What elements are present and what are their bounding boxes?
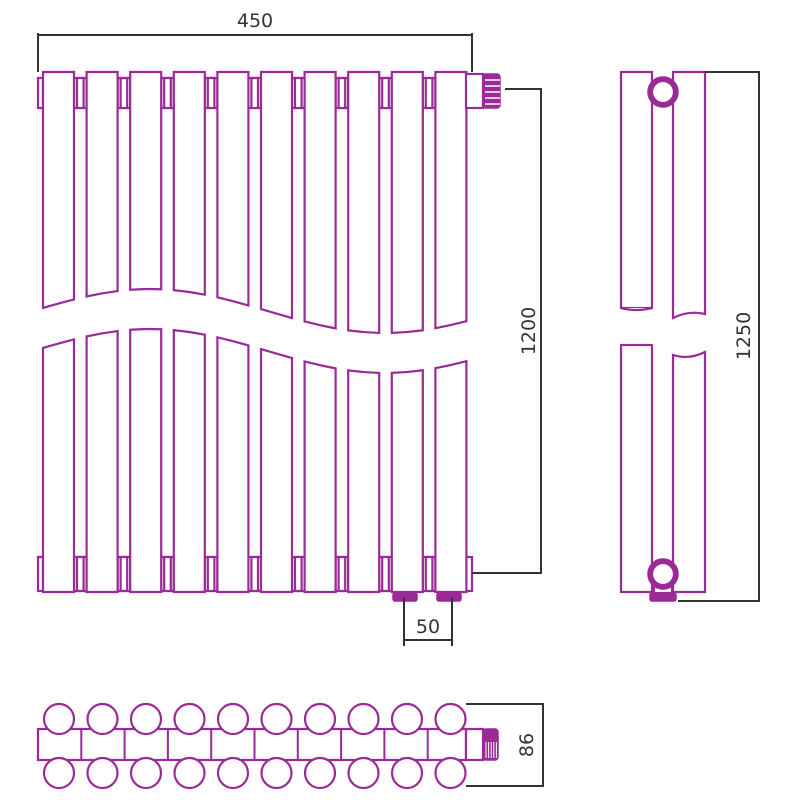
- radiator-section-upper: [129, 70, 163, 291]
- top-collector-inner: [293, 76, 303, 110]
- bottom-collector-inner: [381, 555, 390, 593]
- center-distance-dimension-line: [472, 88, 542, 574]
- connection-spacing-label: 50: [416, 616, 440, 638]
- bottom-connection-nipple: [436, 592, 462, 602]
- radiator-section-upper: [434, 70, 468, 330]
- top-collector-inner: [75, 76, 85, 110]
- top-collector-inner: [250, 76, 260, 110]
- radiator-section-upper: [303, 70, 337, 330]
- section-tube-top: [86, 702, 119, 736]
- radiator-section-lower: [303, 360, 337, 594]
- radiator-section-upper: [216, 70, 250, 307]
- side-cut-line: [620, 306, 653, 312]
- section-tube-bottom: [347, 756, 380, 790]
- width-label: 450: [237, 10, 273, 32]
- radiator-section-lower: [216, 335, 250, 594]
- side-view: [619, 70, 707, 602]
- radiator-section-lower: [129, 327, 163, 594]
- section-tube-bottom: [390, 756, 424, 790]
- section-tube-top: [42, 702, 76, 736]
- section-tube-top: [434, 702, 467, 736]
- bottom-collector-inner: [424, 555, 434, 593]
- radiator-section-lower: [390, 368, 424, 594]
- side-tube-back-upper: [671, 70, 707, 320]
- section-tube-bottom: [173, 756, 206, 790]
- bottom-connection-bore: [650, 561, 676, 587]
- section-tube-top: [347, 702, 380, 736]
- bottom-collector-inner: [206, 555, 216, 593]
- top-collector-inner: [163, 76, 172, 110]
- section-tube-top: [390, 702, 424, 736]
- height-dimension-line: [678, 71, 760, 602]
- center-distance-label: 1200: [518, 307, 540, 355]
- width-dimension-line: [37, 33, 473, 72]
- top-collector-inner: [119, 76, 129, 110]
- radiator-section-lower: [259, 347, 294, 594]
- radiator-section-lower: [347, 369, 381, 594]
- radiator-section-lower: [172, 328, 206, 594]
- side-tube-front-lower: [619, 343, 654, 594]
- side-tube-front-upper: [619, 70, 654, 310]
- radiator-section-lower: [41, 337, 76, 594]
- radiator-section-upper: [172, 70, 206, 296]
- valve-body-plan: [464, 727, 485, 762]
- bottom-collector-inner: [75, 555, 85, 593]
- radiator-section-upper: [41, 70, 76, 310]
- section-tube-top: [173, 702, 206, 736]
- valve-body: [464, 72, 485, 110]
- bottom-collector-inner: [337, 555, 347, 593]
- section-tube-bottom: [42, 756, 76, 790]
- bottom-collector-inner: [163, 555, 172, 593]
- bottom-collector-inner: [119, 555, 129, 593]
- radiator-section-upper: [347, 70, 381, 335]
- section-tube-top: [303, 702, 337, 736]
- radiator-section-lower: [434, 359, 468, 594]
- radiator-section-lower: [85, 329, 119, 594]
- radiator-section-upper: [259, 70, 294, 320]
- section-tube-bottom: [216, 756, 250, 790]
- section-tube-bottom: [303, 756, 337, 790]
- bottom-collector-inner: [293, 555, 303, 593]
- radiator-section-upper: [85, 70, 119, 298]
- bottom-collector-inner: [250, 555, 260, 593]
- top-collector-inner: [206, 76, 216, 110]
- section-tube-top: [129, 702, 163, 736]
- section-tube-bottom: [129, 756, 163, 790]
- side-tube-back-lower: [671, 350, 707, 594]
- section-tube-bottom: [260, 756, 293, 790]
- front-view: [36, 70, 501, 602]
- section-tube-top: [260, 702, 293, 736]
- top-collector-inner: [381, 76, 390, 110]
- radiator-section-upper: [390, 70, 424, 335]
- height-label: 1250: [733, 312, 755, 360]
- dimension-lines: 450 1200 50 1250 86: [37, 10, 760, 787]
- top-collector-inner: [424, 76, 434, 110]
- connection-spacing-dimension-line: [403, 598, 453, 646]
- valve-head: [482, 73, 501, 109]
- section-tube-bottom: [86, 756, 119, 790]
- bottom-fitting-nut: [649, 592, 677, 602]
- bottom-view-collector: [36, 727, 468, 762]
- depth-dimension-line: [466, 703, 544, 787]
- top-collector-inner: [337, 76, 347, 110]
- bottom-view: [36, 702, 499, 790]
- section-tube-bottom: [434, 756, 467, 790]
- valve-head-plan: [482, 728, 499, 761]
- section-tube-top: [216, 702, 250, 736]
- depth-label: 86: [516, 733, 538, 757]
- top-connection-bore: [650, 79, 676, 105]
